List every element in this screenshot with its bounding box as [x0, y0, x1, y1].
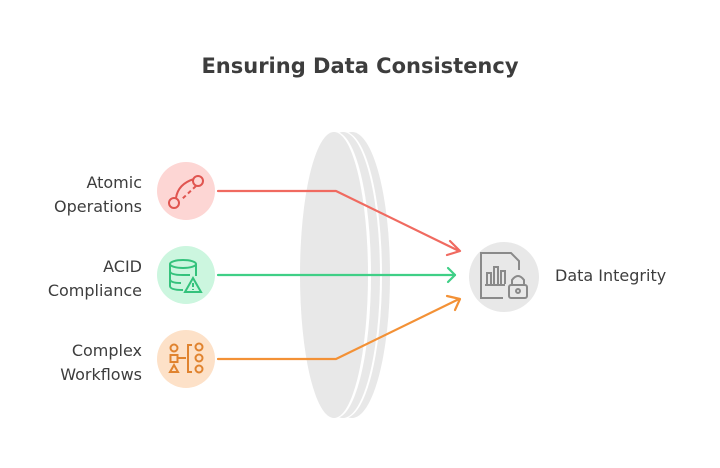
label-line: Atomic: [86, 173, 142, 192]
input-label-complex-workflows: Complex Workflows: [12, 339, 142, 387]
label-line: Complex: [71, 341, 142, 360]
arrowhead-workflows: [445, 294, 462, 312]
label-line: ACID: [103, 257, 142, 276]
curve-path-icon: [157, 162, 215, 220]
connector-atomic: [216, 189, 461, 253]
label-line: Workflows: [60, 365, 142, 384]
document-chart-lock-icon: [469, 242, 539, 312]
label-line: Operations: [54, 197, 142, 216]
diagram-title: Ensuring Data Consistency: [201, 54, 519, 78]
input-label-atomic-operations: Atomic Operations: [12, 171, 142, 219]
connector-workflows: [216, 297, 461, 361]
input-label-acid-compliance: ACID Compliance: [12, 255, 142, 303]
database-warning-icon: [157, 246, 215, 304]
workflow-icon: [157, 330, 215, 388]
arrowhead-acid: [446, 266, 457, 284]
output-label-data-integrity: Data Integrity: [555, 266, 667, 285]
arrowhead-atomic: [445, 239, 462, 257]
label-line: Compliance: [47, 281, 142, 300]
